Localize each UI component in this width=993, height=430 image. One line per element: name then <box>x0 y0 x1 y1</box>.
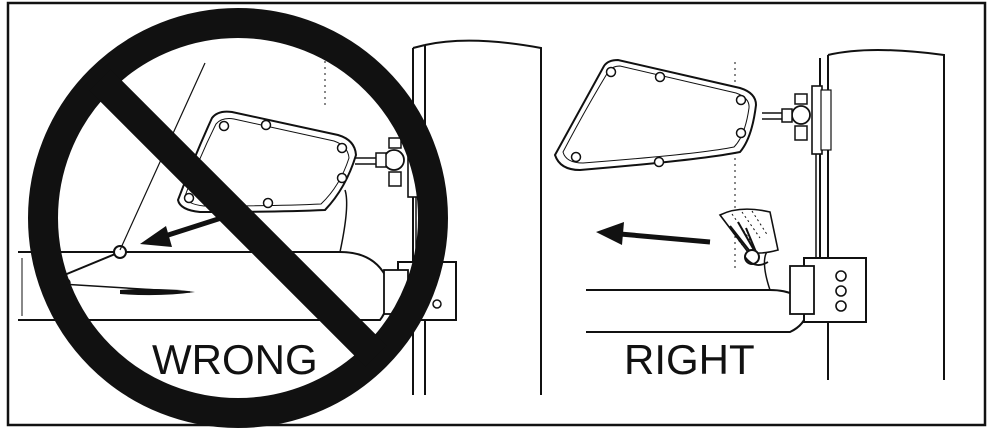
right-caption: RIGHT <box>624 336 755 383</box>
arrow-icon <box>596 222 711 245</box>
outer-frame <box>6 1 987 427</box>
mount-bracket-right <box>762 85 832 258</box>
boom-tube-right <box>586 249 867 333</box>
wrong-panel: WRONG <box>18 8 542 428</box>
antenna-panel-right <box>553 58 758 172</box>
right-panel: RIGHT <box>553 49 945 383</box>
prohibition-icon <box>28 8 448 428</box>
cable-right <box>718 208 779 266</box>
wrong-caption: WRONG <box>152 336 318 383</box>
